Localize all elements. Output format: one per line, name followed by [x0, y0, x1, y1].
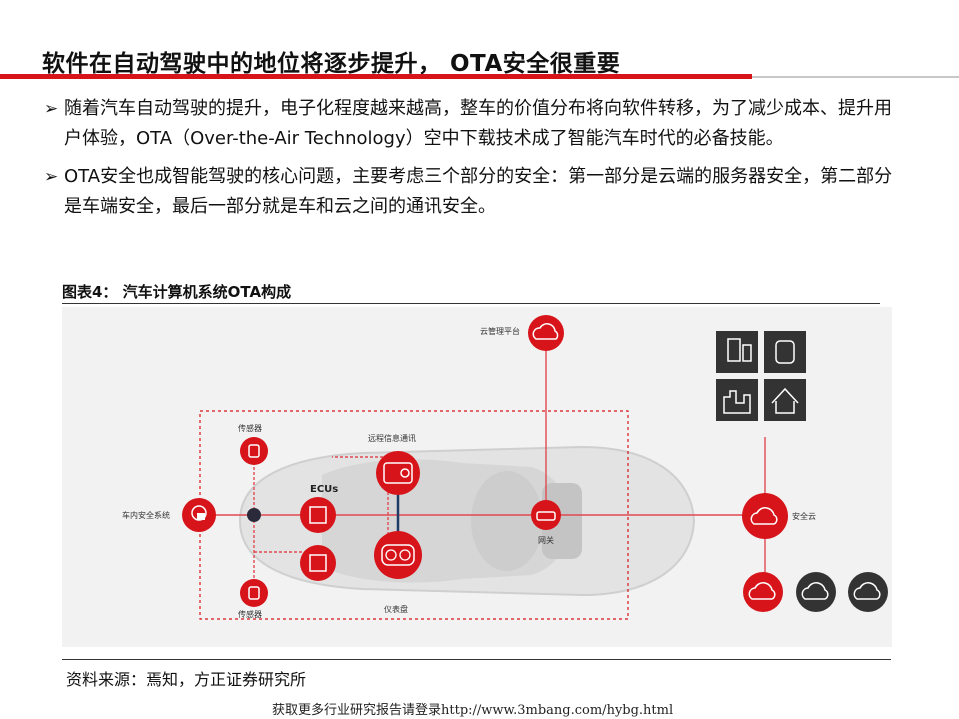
- tablet-phone-icon: [727, 338, 741, 362]
- ecus-label: ECUs: [310, 484, 338, 495]
- page-title: 软件在自动驾驶中的地位将逐步提升， OTA安全很重要: [42, 51, 621, 77]
- radio-icon: [383, 462, 413, 484]
- sensor-bottom-node: 传感器: [238, 579, 268, 619]
- secure-cloud-node: 安全云: [742, 493, 816, 539]
- title-underline-grey: [752, 76, 959, 78]
- footer-link[interactable]: 获取更多行业研究报告请登录http://www.3mbang.com/hybg.…: [272, 703, 674, 718]
- bullet-text: OTA安全也成智能驾驶的核心问题，主要考虑三个部分的安全：第一部分是云端的服务器…: [64, 166, 893, 217]
- instrument-label: 仪表盘: [384, 604, 408, 614]
- gateway-node: 网关: [531, 500, 561, 545]
- sensor-icon: [248, 586, 260, 600]
- instrument-node: 仪表盘: [374, 531, 422, 614]
- ota-diagram: 云管理平台 传感器 传感器 车内安全系统 ECUs: [62, 307, 892, 647]
- secure-cloud-label: 安全云: [792, 511, 816, 521]
- bullet-item: ➢ OTA安全也成智能驾驶的核心问题，主要考虑三个部分的安全：第一部分是云端的服…: [42, 162, 902, 222]
- smartwatch-icon: [775, 340, 795, 364]
- bullet-list: ➢ 随着汽车自动驾驶的提升，电子化程度越来越高，整车的价值分布将向软件转移，为了…: [42, 94, 902, 230]
- cloud-platform-label: 云管理平台: [480, 326, 520, 336]
- in-vehicle-security-label: 车内安全系统: [122, 510, 170, 520]
- cloud-chart-icon: [801, 582, 829, 600]
- bullet-arrow-icon: ➢: [44, 99, 59, 119]
- cloud-services: [743, 572, 888, 612]
- gateway-label: 网关: [538, 535, 554, 545]
- bullet-arrow-icon: ➢: [44, 167, 59, 187]
- ecus-node: ECUs: [300, 484, 338, 581]
- chip-icon: [309, 506, 327, 524]
- telematics-label: 远程信息通讯: [368, 433, 416, 443]
- sensor-bottom-label: 传感器: [238, 609, 262, 619]
- speedometer-icon: [381, 544, 415, 566]
- in-vehicle-security-node: 车内安全系统: [122, 498, 216, 532]
- bus-node: [247, 508, 261, 522]
- dna-cloud-icon: [750, 507, 778, 525]
- smart-home-icon: [771, 387, 799, 414]
- bullet-text: 随着汽车自动驾驶的提升，电子化程度越来越高，整车的价值分布将向软件转移，为了减少…: [64, 98, 892, 149]
- telematics-node: 远程信息通讯: [368, 433, 420, 495]
- cloud-lock-icon: [532, 323, 559, 340]
- device-tiles: [716, 331, 806, 421]
- sensor-top-label: 传感器: [238, 423, 262, 433]
- figure-caption: 图表4： 汽车计算机系统OTA构成: [62, 283, 292, 301]
- cloud-platform-node: 云管理平台: [480, 315, 564, 351]
- figure-rule: [62, 303, 880, 304]
- city-icon: [723, 390, 751, 414]
- sensor-top-node: 传感器: [238, 423, 268, 465]
- source-rule: [62, 659, 891, 660]
- source-note: 资料来源：焉知，方正证券研究所: [66, 670, 307, 689]
- bullet-item: ➢ 随着汽车自动驾驶的提升，电子化程度越来越高，整车的价值分布将向软件转移，为了…: [42, 94, 902, 154]
- chip-icon: [309, 554, 327, 572]
- cloud-tower-icon: [853, 582, 881, 600]
- wifi-router-icon: [536, 511, 556, 521]
- cloud-lock-icon: [748, 582, 776, 600]
- sensor-icon: [248, 444, 260, 458]
- title-underline: [0, 74, 752, 79]
